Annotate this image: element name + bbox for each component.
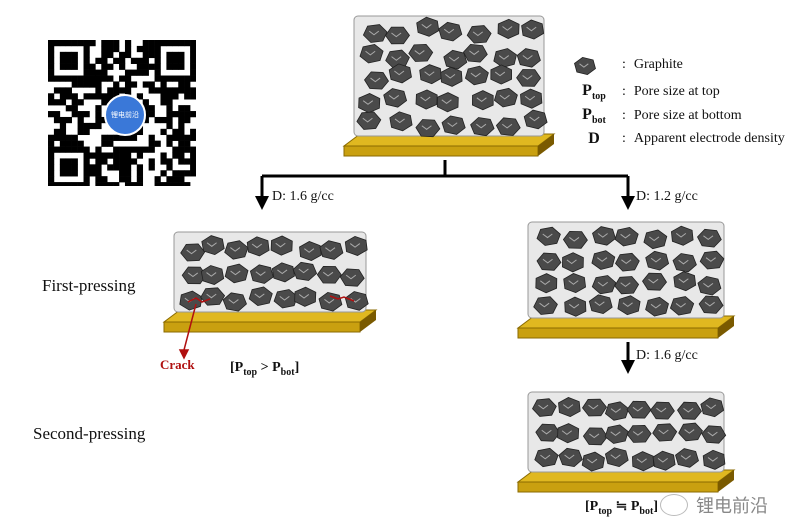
watermark: 锂电前沿 [660, 492, 768, 518]
wechat-icon [660, 494, 688, 516]
crack-markers [178, 295, 355, 360]
electrode-initial [342, 15, 556, 157]
arrow-heads [255, 196, 635, 374]
branch-left-label: D: 1.6 g/cc [272, 189, 334, 204]
graphite-particle-icon [574, 56, 596, 76]
branch-second-label: D: 1.6 g/cc [636, 348, 698, 363]
legend-density: D:Apparent electrode density [588, 130, 785, 147]
arrow-left-icon [255, 196, 269, 210]
arrow-second-icon [621, 360, 635, 374]
legend-graphite: :Graphite [622, 57, 683, 72]
arrow-right-icon [621, 196, 635, 210]
result-left: [Ptop > Pbot] [230, 360, 300, 378]
crack-label: Crack [160, 357, 195, 372]
tree-connector [260, 160, 630, 362]
electrode-first-pressing-high-density [162, 231, 378, 333]
qr-code: 锂电前沿 [48, 40, 197, 189]
branch-right-label: D: 1.2 g/cc [636, 189, 698, 204]
stage-second-pressing: Second-pressing [33, 424, 146, 443]
qr-center-logo: 锂电前沿 [104, 94, 146, 136]
electrode-second-pressing [516, 391, 736, 493]
stage-first-pressing: First-pressing [42, 276, 136, 295]
electrode-first-pressing-low-density [516, 221, 736, 339]
legend-pbot: Pbot:Pore size at bottom [582, 106, 742, 127]
result-right: [Ptop ≒ Pbot] [585, 499, 658, 517]
legend-ptop: Ptop:Pore size at top [582, 82, 720, 103]
